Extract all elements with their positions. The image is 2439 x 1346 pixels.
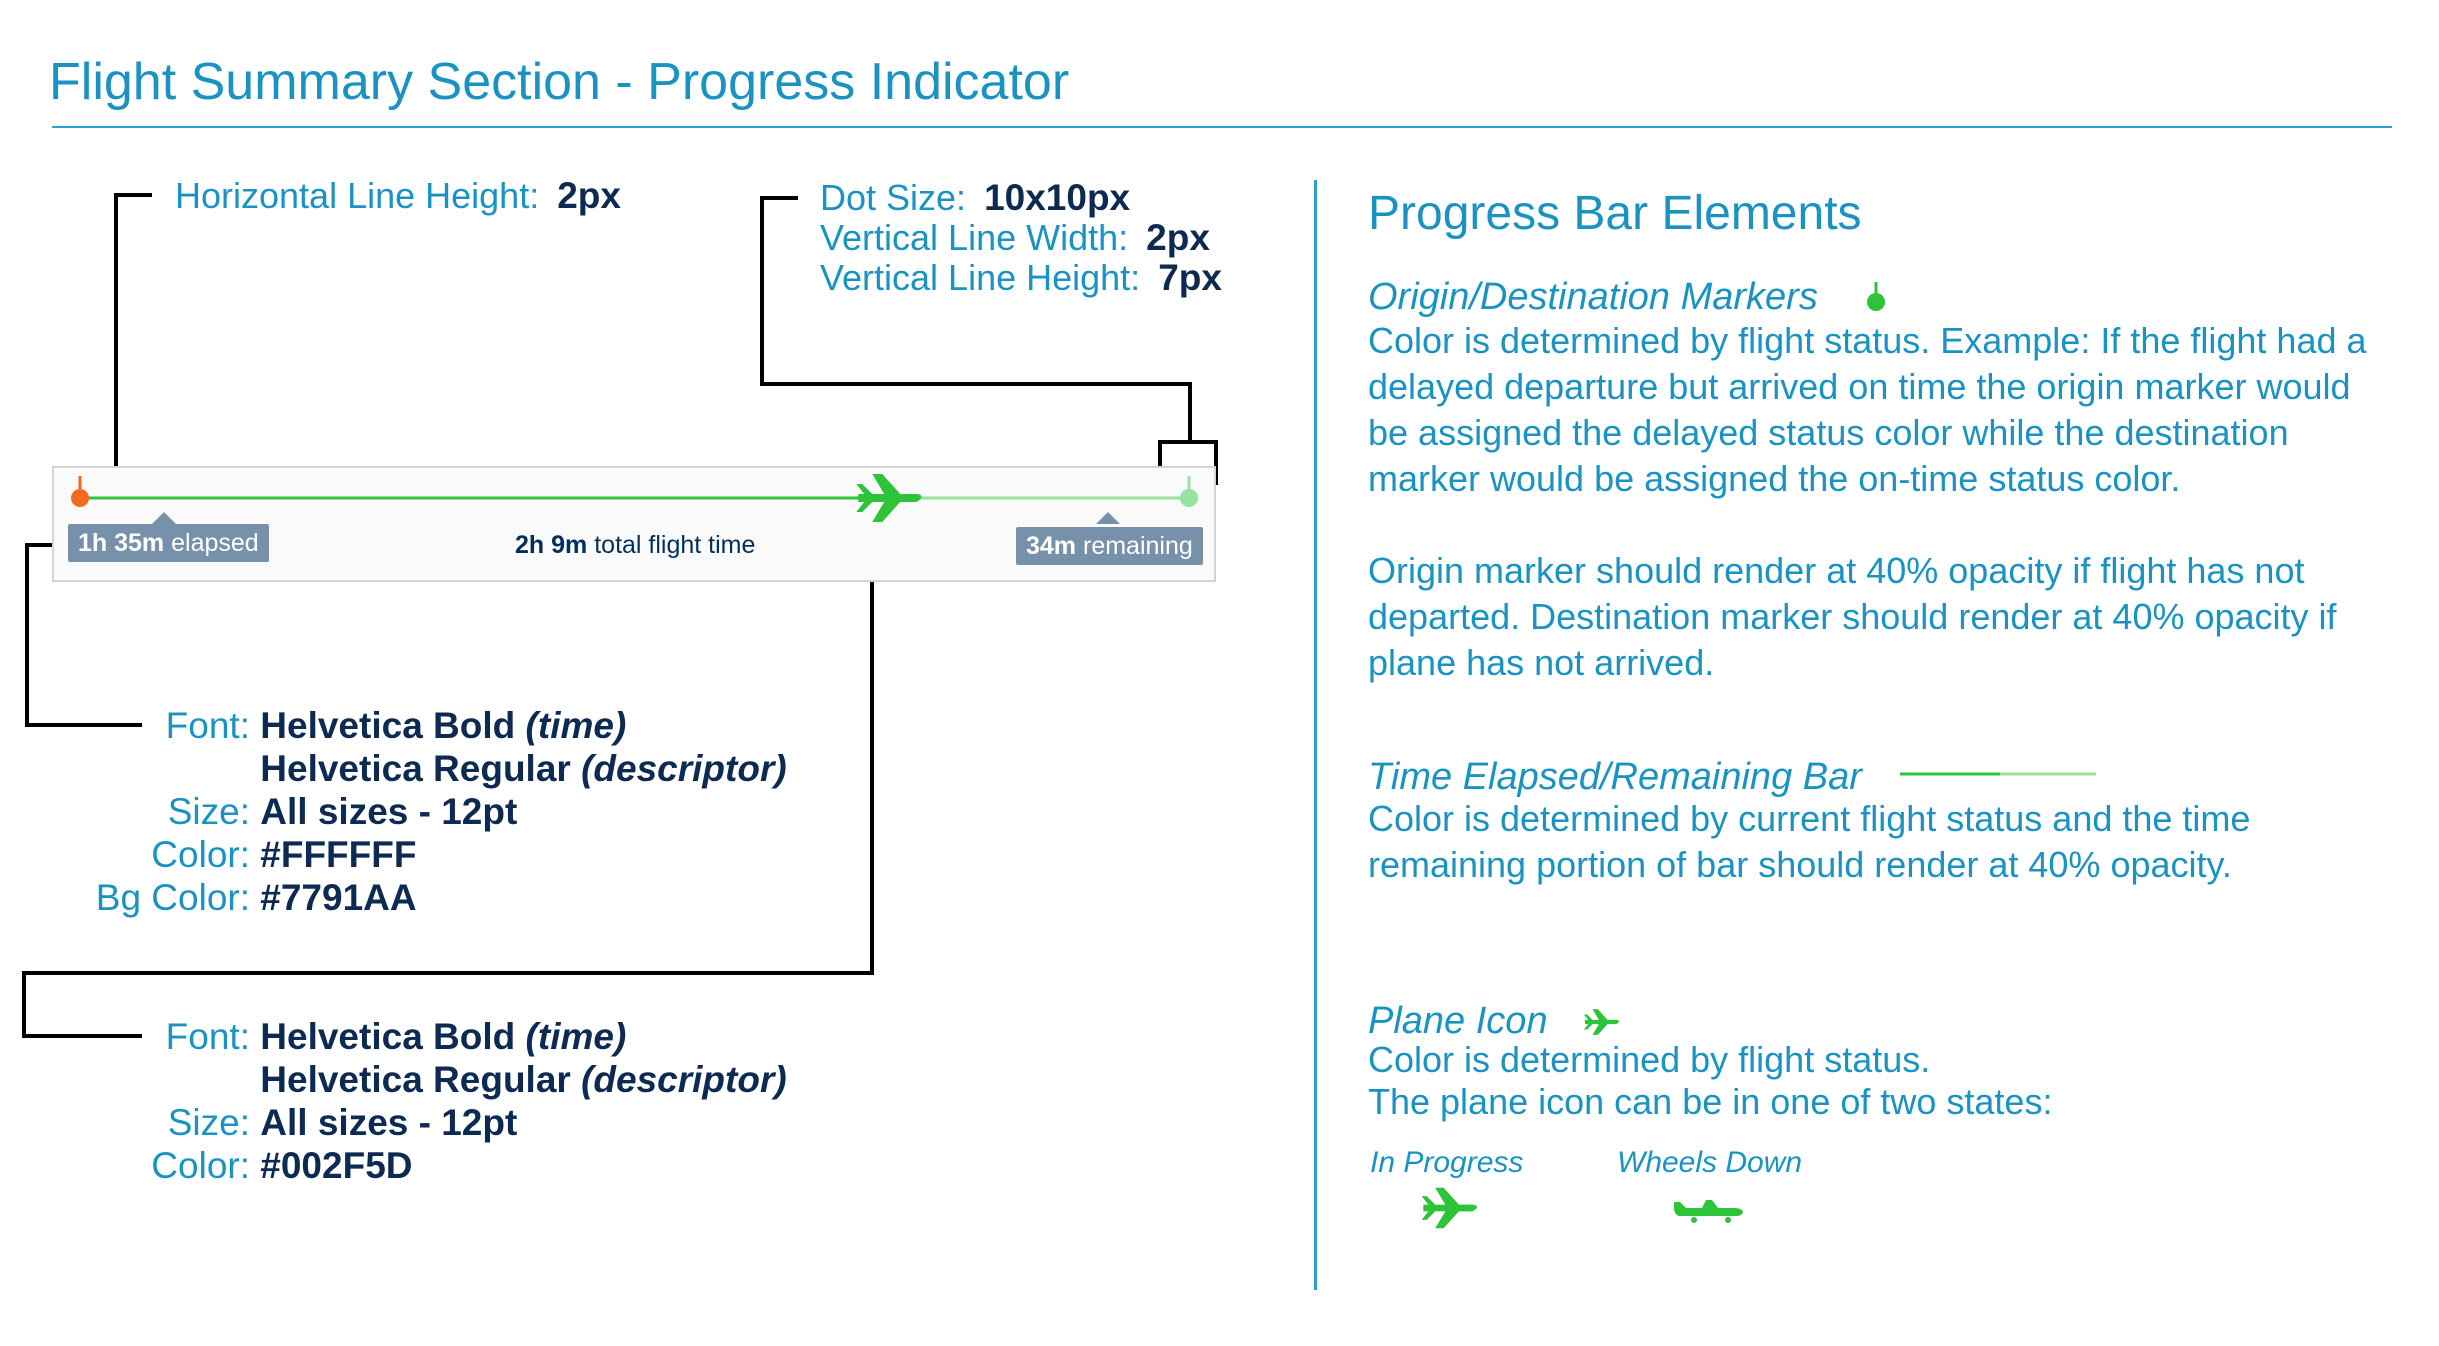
text-line: be assigned the delayed status color whi… <box>1368 412 2289 453</box>
spec-label: Size: <box>167 791 250 832</box>
spec-label: Size: <box>167 1102 250 1143</box>
spec-value: Helvetica Regular <box>260 748 571 789</box>
markers-heading: Origin/Destination Markers <box>1368 276 1818 318</box>
leader-line <box>760 196 764 386</box>
markers-description: Color is determined by flight status. Ex… <box>1368 318 2367 502</box>
spec-value: 2px <box>1146 217 1210 258</box>
spec-label: Vertical Line Height: <box>820 257 1141 298</box>
leader-line <box>25 543 67 547</box>
plane-in-progress-icon <box>1421 1187 1477 1229</box>
text-line: Color is determined by current flight st… <box>1368 798 2251 839</box>
bar-sample-icon <box>1900 772 2096 776</box>
column-divider <box>1314 180 1317 1290</box>
spec-value: 7px <box>1158 257 1222 298</box>
spec-value: 2px <box>557 175 621 216</box>
spec-label: Bg Color: <box>95 877 250 918</box>
text-line: departed. Destination marker should rend… <box>1368 596 2337 637</box>
remaining-time: 34m <box>1026 532 1077 560</box>
total-flight-time: 2h 9m total flight time <box>515 531 755 560</box>
leader-line <box>760 382 1192 386</box>
text-line: Origin marker should render at 40% opaci… <box>1368 550 2305 591</box>
text-line: The plane icon can be in one of two stat… <box>1368 1081 2053 1122</box>
remaining-pill-caret <box>1096 512 1120 524</box>
plane-wheels-down-icon <box>1674 1200 1743 1223</box>
spec-label: Color: <box>151 834 250 875</box>
marker-sample-icon <box>1867 282 1885 311</box>
spec-label: Horizontal Line Height: <box>175 175 540 216</box>
leader-line <box>114 193 152 197</box>
spec-value: All sizes - 12pt <box>260 791 518 832</box>
spec-horizontal-line-height: Horizontal Line Height: 2px <box>175 176 621 216</box>
spec-note: (time) <box>525 705 627 746</box>
remaining-descriptor: remaining <box>1083 532 1193 560</box>
leader-line <box>1214 440 1218 485</box>
leader-line <box>760 196 798 200</box>
bar-description: Color is determined by current flight st… <box>1368 796 2250 888</box>
spec-dot-size: Dot Size: 10x10px <box>820 178 1130 218</box>
text-line: remaining portion of bar should render a… <box>1368 844 2232 885</box>
elapsed-time: 1h 35m <box>78 529 165 557</box>
leader-line <box>25 543 29 727</box>
elapsed-pill: 1h 35m elapsed <box>68 524 269 562</box>
origin-marker <box>71 489 89 507</box>
leader-line <box>22 971 26 1038</box>
text-line: marker would be assigned the on-time sta… <box>1368 458 2181 499</box>
spec-vertical-line-height: Vertical Line Height: 7px <box>820 258 1222 298</box>
plane-heading: Plane Icon <box>1368 1000 1548 1042</box>
spec-note: (descriptor) <box>581 1059 787 1100</box>
plane-icon <box>856 474 922 522</box>
progress-track <box>71 474 1198 522</box>
spec-label: Vertical Line Width: <box>820 217 1129 258</box>
spec-value: All sizes - 12pt <box>260 1102 518 1143</box>
leader-line <box>114 193 118 488</box>
destination-marker <box>1180 489 1198 507</box>
text-line: delayed departure but arrived on time th… <box>1368 366 2351 407</box>
leader-line <box>25 723 142 727</box>
total-descriptor: total flight time <box>594 531 756 559</box>
leader-line <box>870 545 874 975</box>
state-label-in-progress: In Progress <box>1370 1146 1524 1179</box>
spec-vertical-line-width: Vertical Line Width: 2px <box>820 218 1210 258</box>
spec-value: #002F5D <box>260 1145 413 1186</box>
progress-bar-elements-title: Progress Bar Elements <box>1368 187 1862 240</box>
text-line: plane has not arrived. <box>1368 642 1715 683</box>
pill-font-spec: Font: Helvetica Bold (time) Helvetica Re… <box>55 704 787 919</box>
spec-note: (time) <box>525 1016 627 1057</box>
plane-description: Color is determined by flight status. Th… <box>1368 1039 2052 1123</box>
leader-line <box>1188 382 1192 442</box>
remaining-pill: 34m remaining <box>1016 527 1203 565</box>
spec-label: Font: <box>165 1016 250 1057</box>
spec-value: Helvetica Bold <box>260 1016 516 1057</box>
spec-label: Font: <box>165 705 250 746</box>
total-time: 2h 9m <box>515 531 588 559</box>
spec-value: Helvetica Bold <box>260 705 516 746</box>
plane-sample-icon <box>1583 1009 1619 1035</box>
text-line: Color is determined by flight status. <box>1368 1039 1931 1080</box>
spec-label: Color: <box>151 1145 250 1186</box>
total-font-spec: Font: Helvetica Bold (time) Helvetica Re… <box>55 1015 787 1187</box>
spec-note: (descriptor) <box>581 748 787 789</box>
elapsed-descriptor: elapsed <box>171 529 259 557</box>
spec-value: #FFFFFF <box>260 834 417 875</box>
state-label-wheels-down: Wheels Down <box>1617 1146 1803 1179</box>
text-line: Color is determined by flight status. Ex… <box>1368 320 2367 361</box>
spec-label: Dot Size: <box>820 177 967 218</box>
leader-line <box>1158 440 1162 485</box>
page-title: Flight Summary Section - Progress Indica… <box>49 53 1070 111</box>
bar-heading: Time Elapsed/Remaining Bar <box>1368 756 1862 798</box>
markers-opacity-description: Origin marker should render at 40% opaci… <box>1368 548 2337 686</box>
spec-value: #7791AA <box>260 877 417 918</box>
title-divider <box>52 126 2392 128</box>
elapsed-pill-caret <box>152 512 176 524</box>
spec-value: 10x10px <box>984 177 1131 218</box>
leader-line <box>22 971 874 975</box>
spec-value: Helvetica Regular <box>260 1059 571 1100</box>
leader-line <box>1158 440 1218 444</box>
leader-line <box>22 1034 142 1038</box>
